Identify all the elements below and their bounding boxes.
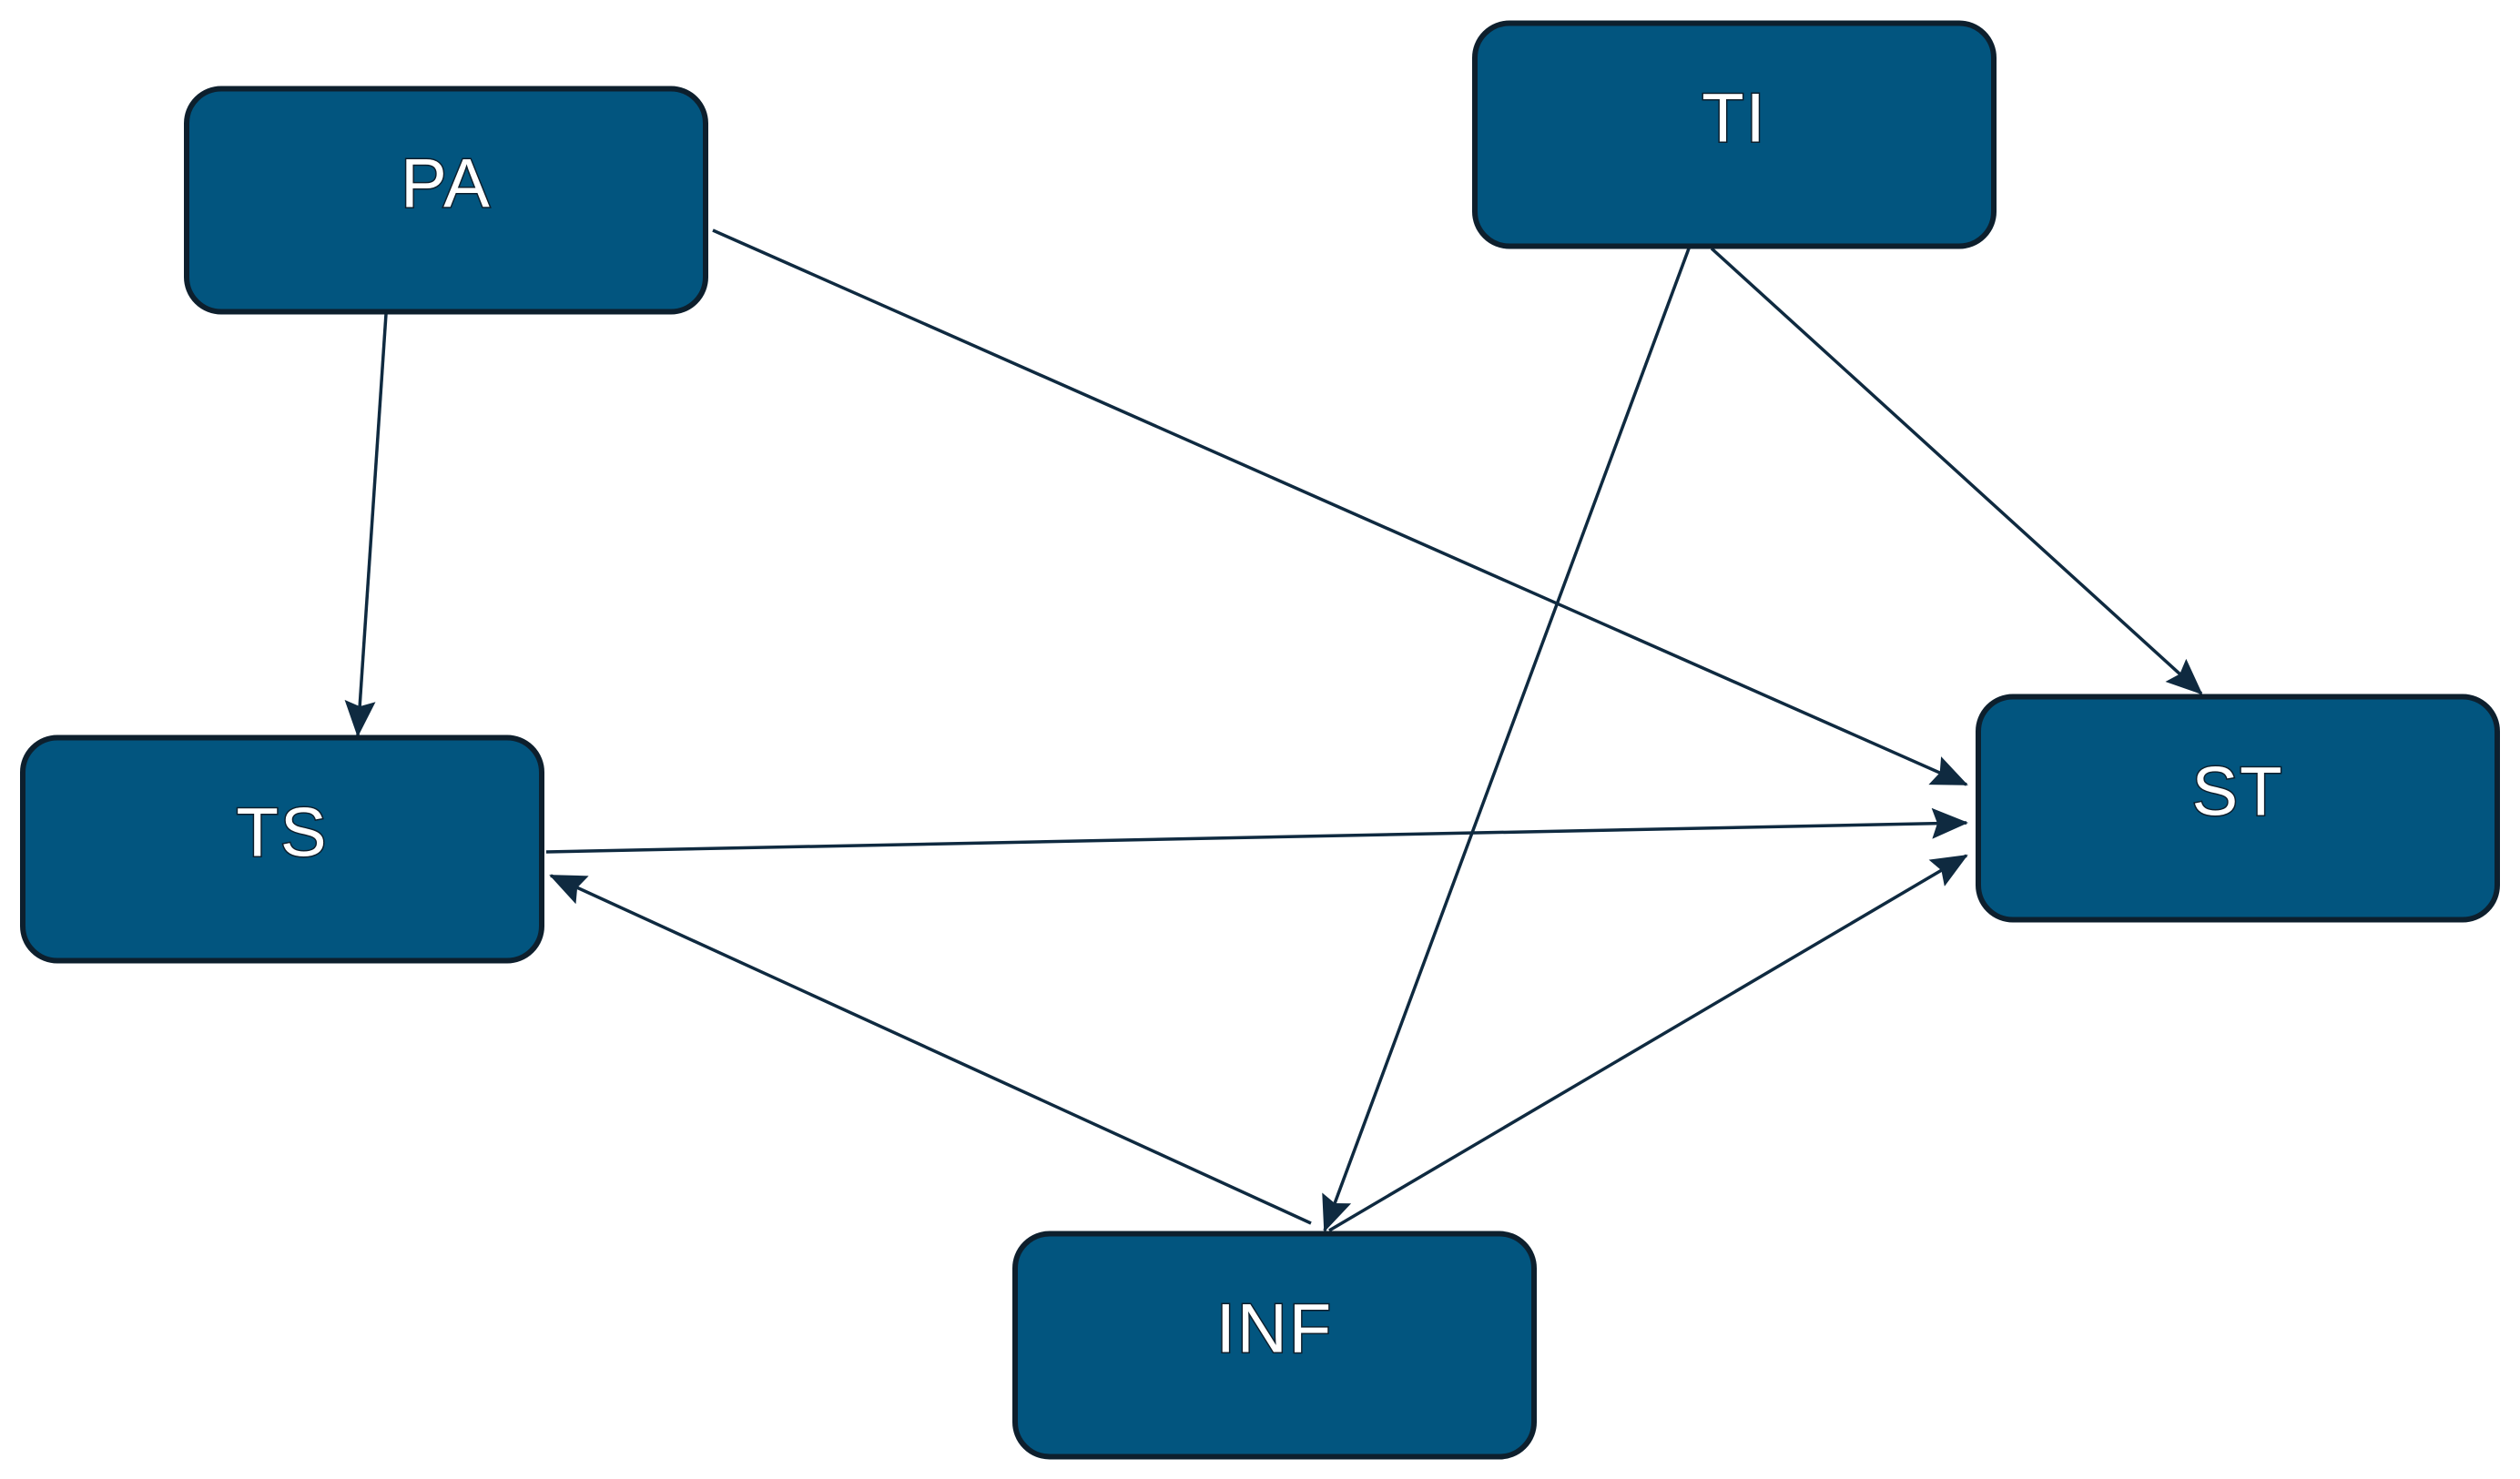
node-pa-label: PA [401, 146, 492, 223]
edge-inf-ts-line [549, 874, 1312, 1225]
nodes: PA TI TS ST INF [20, 20, 2500, 1460]
edge-ts-to-st [545, 807, 1968, 854]
node-inf-label: INF [1216, 1291, 1333, 1368]
node-ts-label: TS [236, 795, 328, 872]
node-ts: TS [20, 734, 544, 964]
node-ti-label: TI [1702, 80, 1767, 157]
edge-ti-to-inf [1322, 248, 1691, 1232]
edge-inf-to-ts [549, 874, 1312, 1225]
edge-ti-to-st [1710, 247, 2203, 695]
node-pa-box [184, 86, 708, 315]
edge-pa-st-line [712, 228, 1968, 786]
node-pa: PA [184, 86, 708, 315]
node-ti: TI [1472, 20, 1997, 249]
edge-pa-to-ts [344, 313, 388, 737]
node-inf-box [1012, 1231, 1537, 1460]
node-st: ST [1976, 694, 2500, 923]
edge-pa-ts-line [344, 313, 388, 737]
node-inf: INF [1012, 1231, 1537, 1460]
edge-ti-st-line [1710, 247, 2203, 695]
edge-pa-to-st [712, 228, 1968, 786]
edges [344, 228, 2203, 1232]
node-ti-box [1472, 20, 1997, 249]
edge-inf-to-st [1328, 854, 1968, 1232]
node-st-label: ST [2191, 754, 2283, 831]
edge-ts-st-line [545, 807, 1968, 854]
node-st-box [1976, 694, 2500, 923]
node-ts-box [20, 734, 544, 964]
edge-ti-inf-line [1322, 248, 1691, 1232]
edge-inf-st-line [1328, 854, 1968, 1232]
